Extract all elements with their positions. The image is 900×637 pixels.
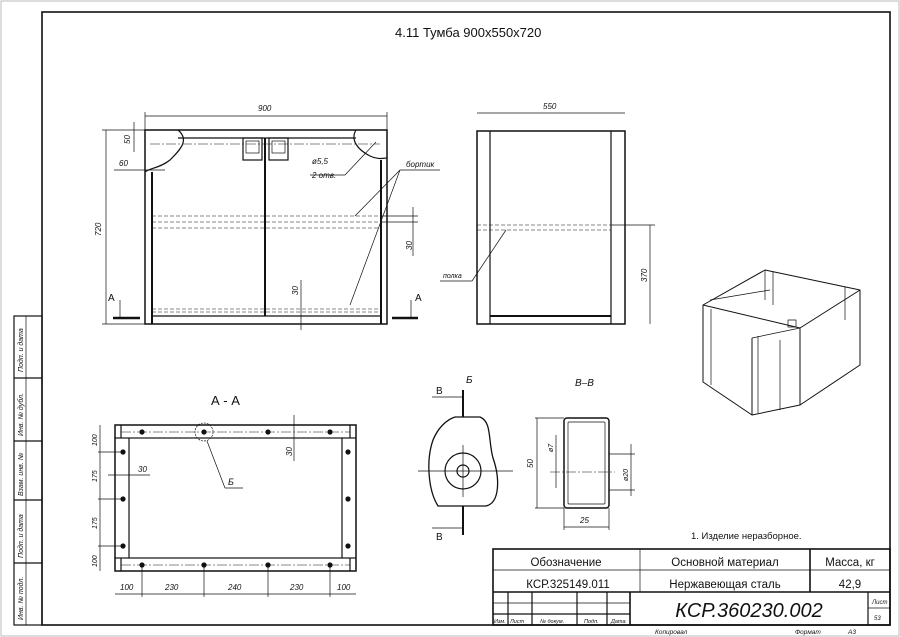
dim-bottom: 230 [289,583,304,592]
dim-left: 175 [92,470,99,482]
dim-left: 175 [92,517,99,529]
title-block: Обозначение Основной материал Масса, кг … [492,548,891,626]
note: 1. Изделие неразборное. [691,531,802,542]
dim-inner: 30 [138,465,147,474]
dim-vv-height: 50 [526,459,535,468]
side-view: 550 370 полка [440,102,655,325]
detail-b-title: Б [466,375,473,386]
header-designation: Обозначение [530,557,601,569]
dim-hole-small: ø7 [548,443,555,452]
side-stamp: Подп. и дата Инв. № дубл. Взам. инв. № П… [13,315,43,626]
detail-b: Б В В [418,375,513,543]
document-code: КСР.360230.002 [675,600,822,622]
sheet-label: Лист [871,600,887,606]
section-mark-v-bottom: В [436,532,443,543]
section-vv-title: В–В [575,378,594,389]
header-mass: Масса, кг [825,557,875,569]
col-date: Дата [610,619,626,625]
section-mark-left: А [108,293,115,304]
isometric-view [702,269,861,416]
front-view: 900 720 50 60 ø5,5 2 отв. бортик 30 30 А… [94,104,440,330]
dim-vv-width: 25 [579,516,589,525]
copied-label: Копировал [655,629,688,636]
sheet-number: 53 [874,616,881,622]
dim-width: 900 [258,104,272,113]
section-v-v: В–В 50 ø7 ø20 25 [526,378,635,530]
dim-height: 720 [94,222,103,236]
col-doc-number: № докум. [540,619,564,625]
label-rim: бортик [406,160,436,169]
detail-ref: Б [228,477,234,487]
value-material: Нержавеющая сталь [669,579,780,591]
stamp-label: Взам. инв. № [18,452,25,496]
col-sheet: Лист [509,619,525,625]
section-mark-v-top: В [436,386,443,397]
dim-rail: 30 [285,447,294,456]
dim-bottom: 100 [337,583,351,592]
col-signature: Подп. [584,619,599,625]
dim-bottom: 30 [291,286,300,295]
section-mark-right: А [415,293,422,304]
value-designation: КСР.325149.011 [526,579,609,591]
format-value: А3 [847,629,856,636]
dim-rim: 30 [405,241,414,250]
header-material: Основной материал [671,557,778,569]
section-aa-title: А - А [211,393,240,408]
dim-depth: 550 [543,102,557,111]
dim-top: 50 [123,135,132,144]
dim-left: 100 [92,434,99,446]
col-change: Изм. [494,619,506,625]
stamp-label: Инв. № дубл. [17,393,25,436]
hole-count: 2 отв. [311,171,336,180]
drawing-title: 4.11 Тумба 900x550x720 [395,25,541,40]
dim-hole-large: ø20 [623,469,630,481]
stamp-label: Подп. и дата [17,514,25,558]
dim-side: 60 [119,159,128,168]
format-label: Формат [795,629,821,636]
dim-shelf: 370 [640,268,649,282]
dim-bottom: 230 [164,583,179,592]
dim-left: 100 [92,555,99,567]
hole-diameter: ø5,5 [312,157,329,166]
section-a-a: А - А Б 30 30 100 175 175 100 [92,393,357,597]
stamp-label: Подп. и дата [17,328,25,372]
value-mass: 42,9 [839,579,861,591]
label-shelf: полка [443,273,462,280]
stamp-label: Инв. № подл. [17,577,25,620]
dim-bottom: 240 [227,583,242,592]
dim-bottom: 100 [120,583,134,592]
